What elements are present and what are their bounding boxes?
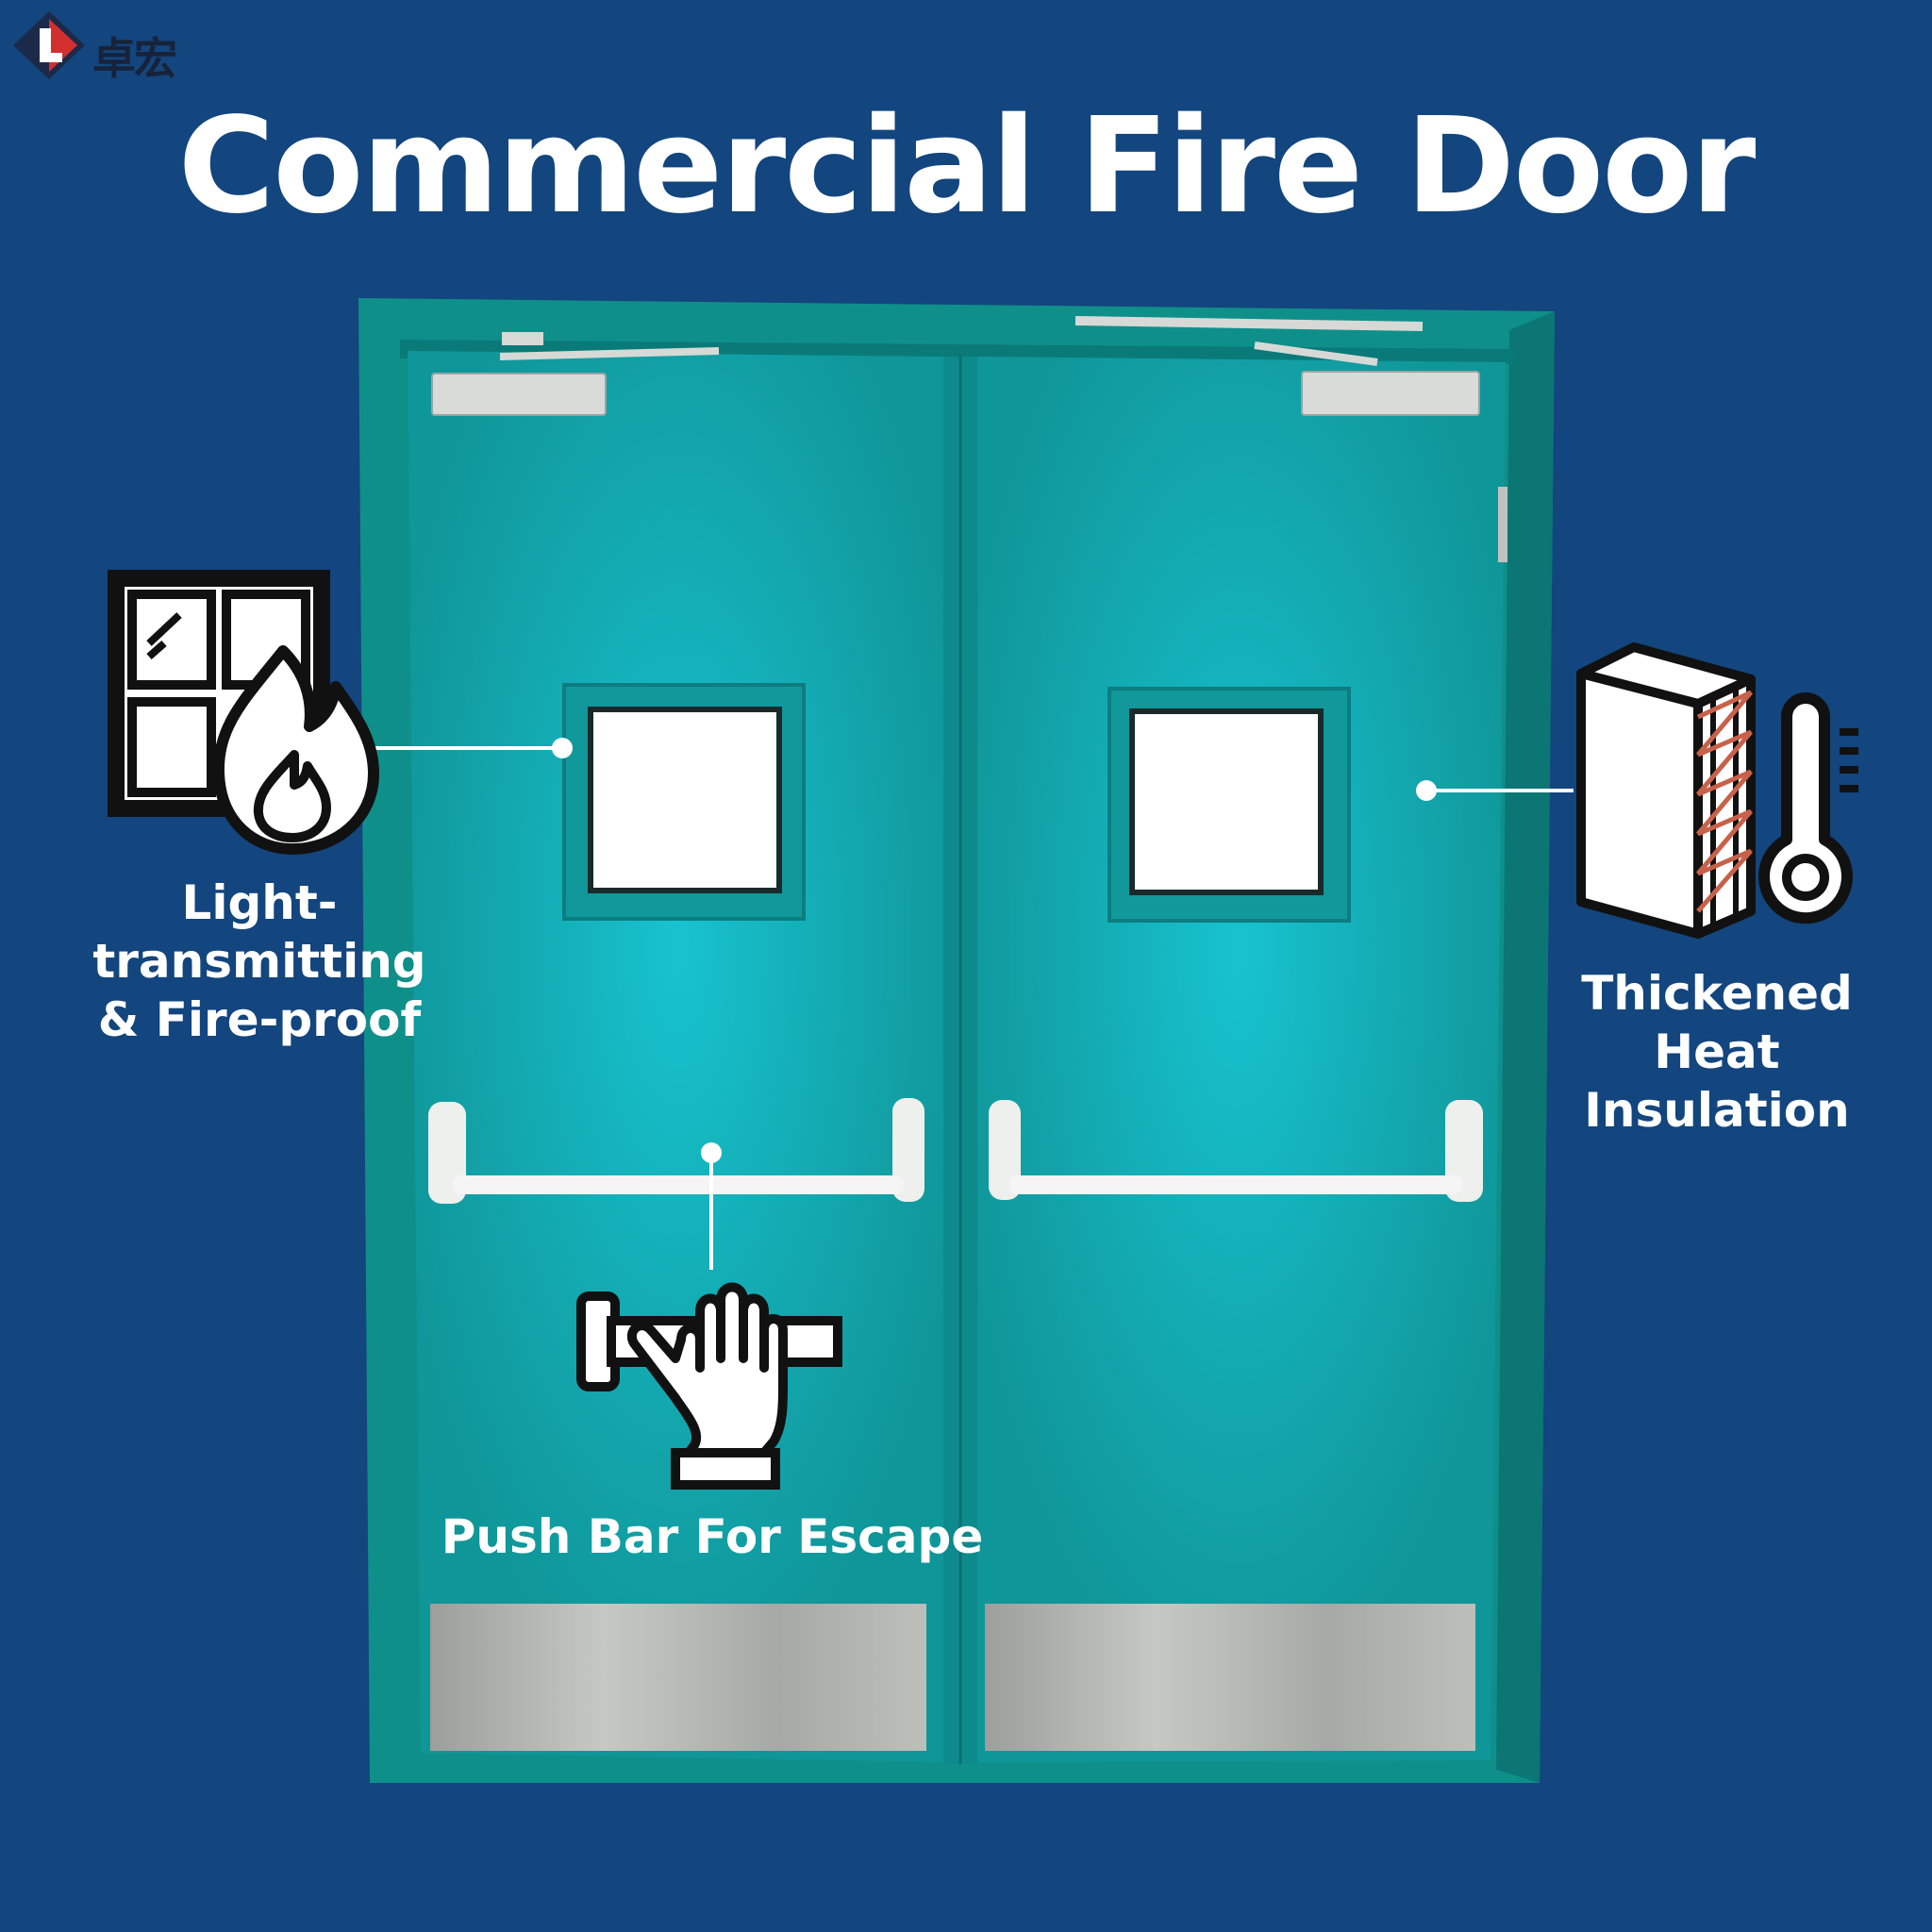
feature-label-line: Heat Insulation: [1584, 1024, 1850, 1138]
brand-logo: 卓宏: [6, 8, 194, 84]
right-door-closer: [1301, 371, 1480, 416]
insulation-thermometer-icon: [1576, 642, 1858, 939]
right-push-bar: [989, 1100, 1483, 1202]
right-kick-plate: [985, 1604, 1475, 1751]
right-vision-panel: [1129, 708, 1324, 895]
left-kick-plate: [430, 1604, 926, 1751]
brand-logo-mark: [13, 11, 85, 79]
brand-name: 卓宏: [92, 33, 177, 84]
callout-heat-connector: [1416, 780, 1574, 801]
feature-label-heat: Thickened Heat Insulation: [1519, 964, 1915, 1140]
feature-label-line: & Fire-proof: [97, 992, 422, 1047]
door-frame-shadow: [1496, 311, 1555, 1783]
window-fire-icon: [108, 570, 379, 855]
feature-label-line: Light-transmitting: [92, 875, 426, 989]
left-push-bar: [428, 1098, 924, 1204]
feature-label-light: Light-transmitting & Fire-proof: [19, 874, 500, 1049]
left-door-closer: [431, 373, 607, 416]
page-title: Commercial Fire Door: [177, 90, 1757, 243]
feature-label-push: Push Bar For Escape: [441, 1509, 984, 1564]
right-door-leaf: [972, 357, 1506, 1762]
left-vision-panel: [588, 707, 782, 893]
left-door-leaf: [408, 351, 949, 1762]
callout-light-connector: [370, 738, 573, 758]
callout-push-connector: [701, 1142, 722, 1270]
feature-label-line: Thickened: [1581, 966, 1853, 1021]
hand-push-bar-icon: [576, 1282, 842, 1490]
